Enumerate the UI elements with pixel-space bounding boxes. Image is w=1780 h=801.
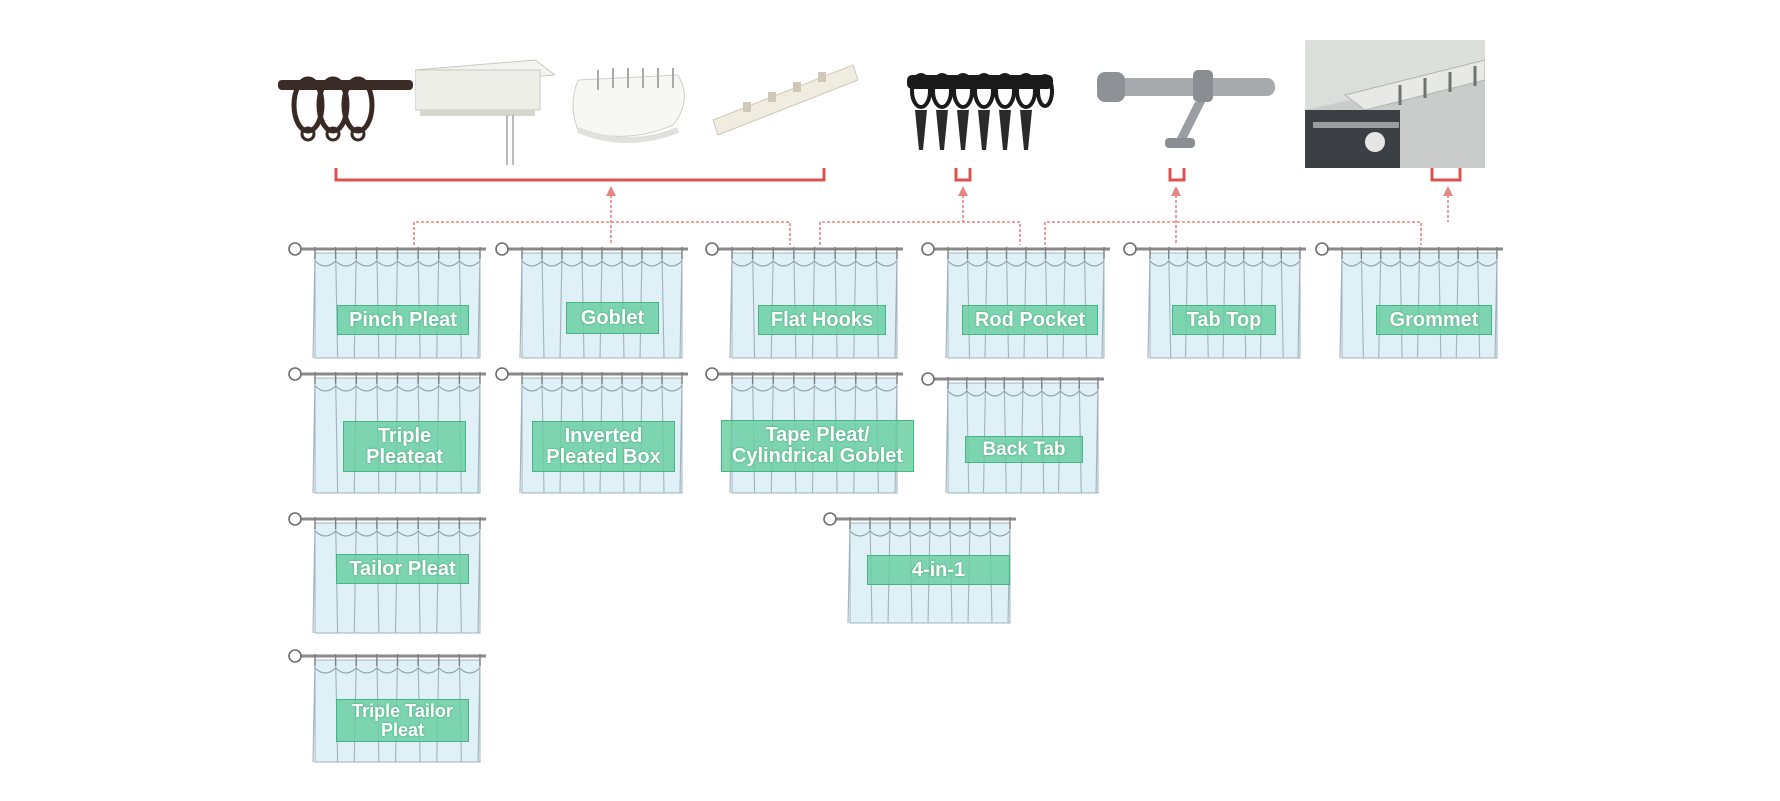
tab-top-panel <box>1123 242 1306 359</box>
grommet-label: Grommet <box>1376 305 1492 335</box>
triple-pleat-label: Triple Pleateat <box>343 421 466 472</box>
pinch-pleat-panel <box>288 242 486 359</box>
pinch-pleat-label: Pinch Pleat <box>337 305 469 335</box>
flat-hooks-label: Flat Hooks <box>758 305 886 335</box>
flat-hooks-panel <box>705 242 903 359</box>
goblet-label: Goblet <box>566 302 659 334</box>
clip-rings-icon <box>905 65 1055 160</box>
inverted-pleated-box-label: Inverted Pleated Box <box>532 421 675 472</box>
goblet-panel <box>495 242 688 359</box>
rod-bracket-icon <box>1095 60 1280 160</box>
ring-rod-icon <box>278 60 413 160</box>
rod-pocket-panel <box>921 242 1110 359</box>
curved-track-icon <box>568 60 698 150</box>
rod-pocket-label: Rod Pocket <box>962 305 1098 335</box>
four-in-one-label: 4-in-1 <box>867 555 1010 585</box>
ceiling-rail-photo-icon <box>1305 40 1486 168</box>
triple-tailor-pleat-label: Triple Tailor Pleat <box>336 699 469 742</box>
back-tab-label: Back Tab <box>965 436 1083 463</box>
grommet-panel <box>1315 242 1503 359</box>
tailor-pleat-label: Tailor Pleat <box>336 554 469 584</box>
tape-pleat-label: Tape Pleat/ Cylindrical Goblet <box>721 420 914 472</box>
back-tab-panel <box>921 372 1104 494</box>
tab-top-label: Tab Top <box>1172 305 1276 335</box>
